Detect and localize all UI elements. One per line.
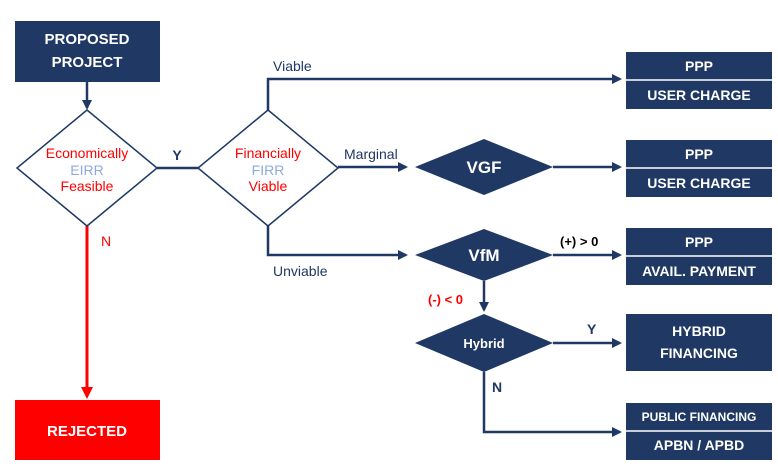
ppp-2-top: PPP (685, 146, 713, 162)
edge-financial-unviable (266, 226, 408, 260)
edge-label-marginal: Marginal (344, 146, 398, 162)
vgf-label: VGF (467, 158, 502, 177)
node-ppp-avail-payment: PPP AVAIL. PAYMENT (626, 228, 772, 285)
hybrid-financing-line2: FINANCING (660, 345, 738, 361)
node-vgf: VGF (415, 139, 553, 195)
financially-label: Financially (235, 145, 301, 161)
edge-label-y: Y (172, 147, 182, 163)
proposed-project-line1: PROPOSED (44, 31, 129, 48)
feasible-label: Feasible (61, 178, 114, 194)
rejected-label: REJECTED (47, 423, 127, 440)
edge-label-n: N (101, 233, 111, 249)
ppp-2-bottom: USER CHARGE (647, 175, 750, 191)
node-proposed-project: PROPOSED PROJECT (15, 21, 160, 82)
ppp-1-bottom: USER CHARGE (647, 87, 750, 103)
ppp-3-top: PPP (685, 234, 713, 250)
proposed-project-line2: PROJECT (52, 54, 123, 71)
ppp-1-top: PPP (685, 58, 713, 74)
eirr-label: EIRR (70, 162, 103, 178)
node-financially-viable: Financially FIRR Viable (196, 109, 340, 227)
node-vfm: VfM (415, 229, 553, 281)
edge-label-vfm-negative: (-) < 0 (428, 292, 463, 307)
node-hybrid: Hybrid (415, 314, 553, 372)
node-hybrid-financing: HYBRID FINANCING (626, 314, 772, 371)
firr-label: FIRR (252, 162, 285, 178)
edge-label-hybrid-y: Y (587, 321, 597, 337)
node-public-financing: PUBLIC FINANCING APBN / APBD (626, 403, 772, 460)
node-rejected: REJECTED (15, 400, 160, 460)
vfm-label: VfM (468, 246, 499, 265)
node-ppp-user-charge-1: PPP USER CHARGE (626, 52, 772, 109)
edge-label-vfm-positive: (+) > 0 (560, 234, 598, 249)
edge-label-unviable: Unviable (273, 263, 328, 279)
node-economically-feasible: Economically EIRR Feasible (15, 109, 159, 227)
ppp-3-bottom: AVAIL. PAYMENT (642, 263, 756, 279)
public-financing-top: PUBLIC FINANCING (642, 410, 757, 424)
hybrid-label: Hybrid (463, 336, 504, 351)
edge-financial-viable (266, 74, 622, 110)
viable-label: Viable (249, 178, 288, 194)
economically-label: Economically (46, 145, 128, 161)
public-financing-bottom: APBN / APBD (654, 437, 745, 453)
edge-hybrid-no (482, 372, 622, 437)
edge-label-viable: Viable (273, 58, 312, 74)
edge-label-hybrid-n: N (492, 379, 502, 395)
hybrid-financing-line1: HYBRID (672, 323, 726, 339)
node-ppp-user-charge-2: PPP USER CHARGE (626, 140, 772, 197)
